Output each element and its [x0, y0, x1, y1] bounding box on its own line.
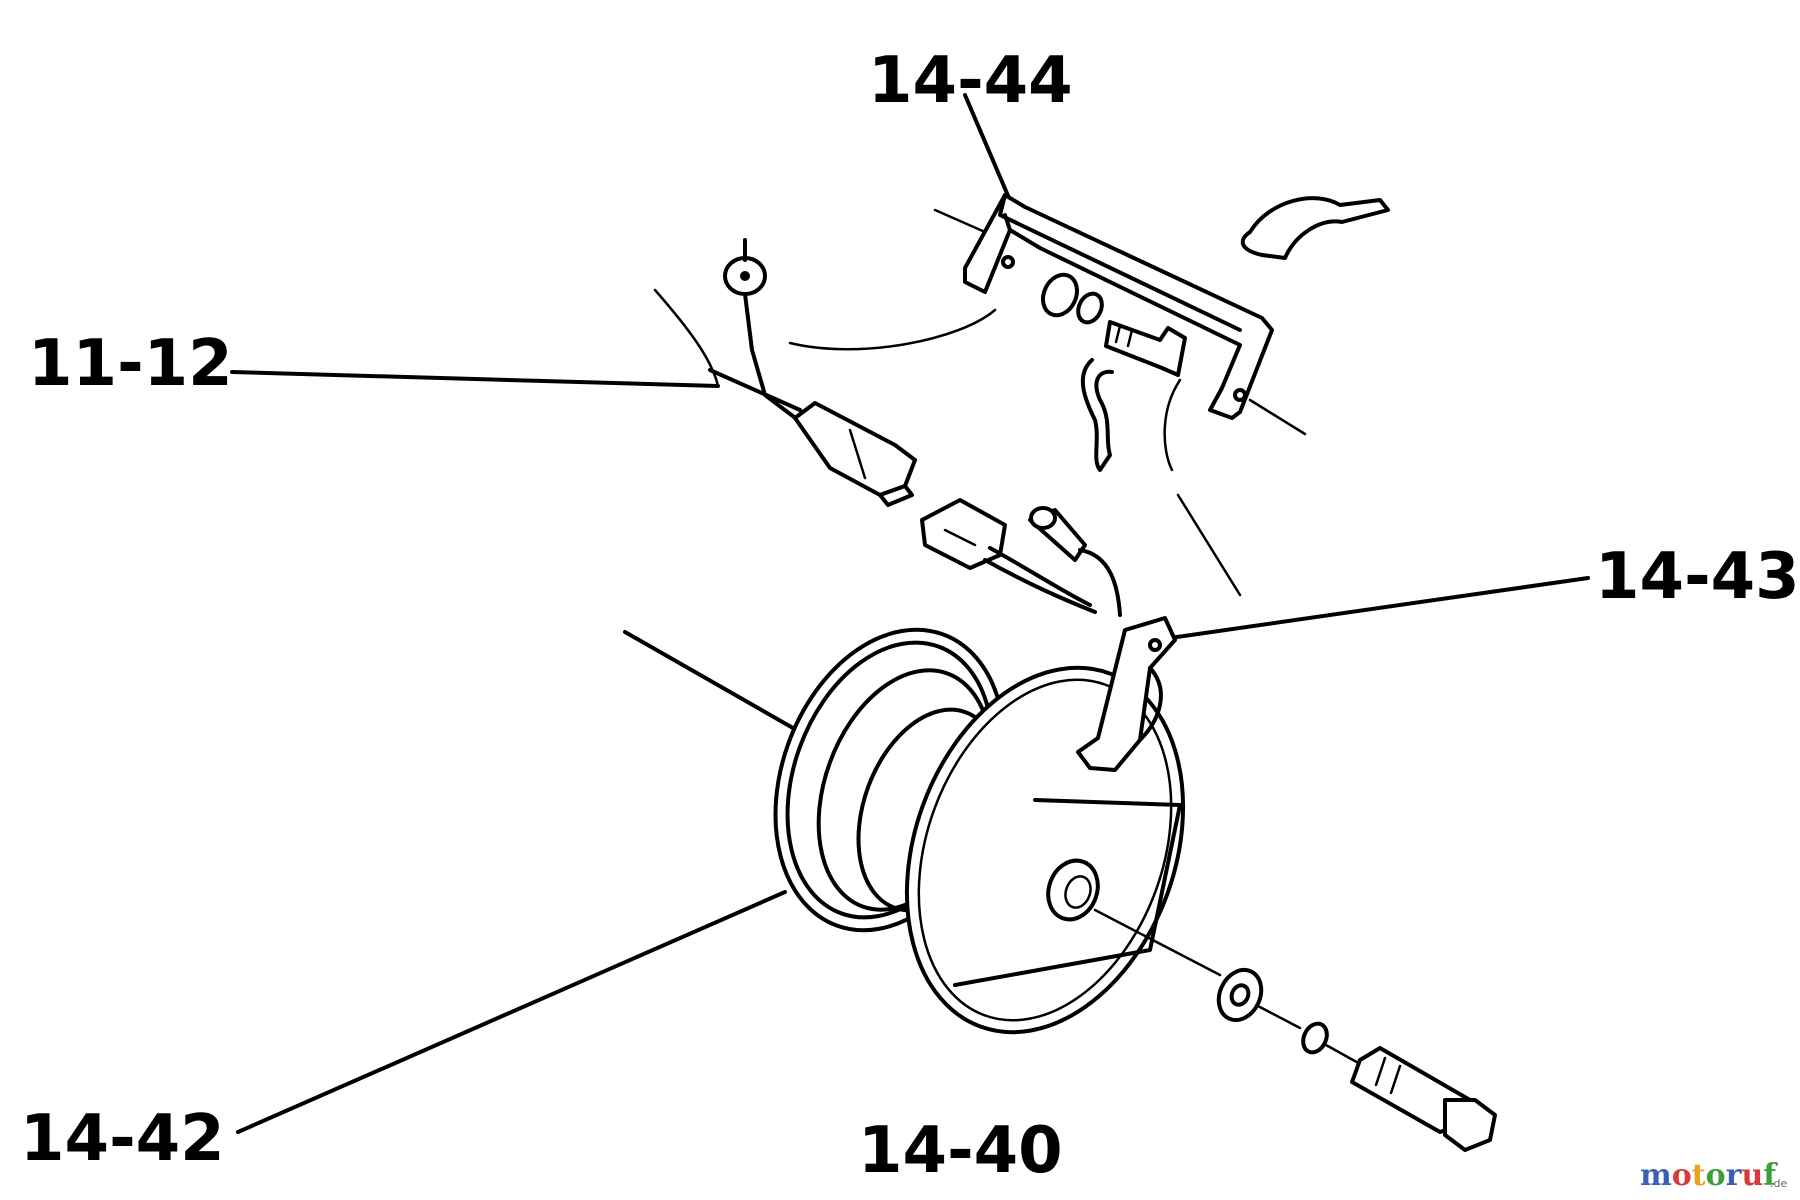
watermark-letter: f: [1763, 1158, 1778, 1193]
leader-14-44: [963, 93, 1014, 207]
leader-14-42: [236, 890, 787, 1134]
leader-14-43: [1168, 576, 1590, 640]
brake-bracket: [1076, 616, 1177, 772]
bracket-fasteners: [1040, 272, 1187, 377]
wire-harness: [708, 238, 917, 507]
bracket-slot: [1138, 666, 1163, 742]
guide-curve: [788, 308, 997, 351]
watermark-letter: u: [1741, 1158, 1763, 1193]
guide-line: [1176, 493, 1242, 597]
watermark-letter: t: [1692, 1158, 1706, 1193]
label-14-42: 14-42: [20, 1102, 225, 1176]
watermark-letter: o: [1706, 1158, 1726, 1193]
label-11-12: 11-12: [28, 327, 233, 401]
watermark-letter: o: [1672, 1158, 1692, 1193]
cotter-pin: [1080, 358, 1114, 472]
watermark: motoruf .de: [1640, 1158, 1787, 1193]
spring-clip: [1240, 196, 1390, 260]
watermark-suffix: .de: [1770, 1177, 1787, 1190]
mounting-bracket: [933, 193, 1307, 436]
bracket-hole: [1148, 638, 1162, 652]
label-14-43: 14-43: [1595, 540, 1800, 614]
bottom-fasteners: [1216, 967, 1497, 1152]
guide-curve-2: [653, 288, 720, 388]
watermark-letter: r: [1726, 1158, 1743, 1193]
watermark-letter: m: [1640, 1158, 1672, 1193]
leader-shaft-upper: [623, 630, 802, 734]
label-14-40: 14-40: [858, 1114, 1063, 1188]
leader-11-12: [230, 370, 720, 388]
watermark-logo: motoruf: [1640, 1158, 1778, 1193]
brake-connector: [920, 498, 1122, 617]
guide-curve-3: [1163, 378, 1182, 472]
